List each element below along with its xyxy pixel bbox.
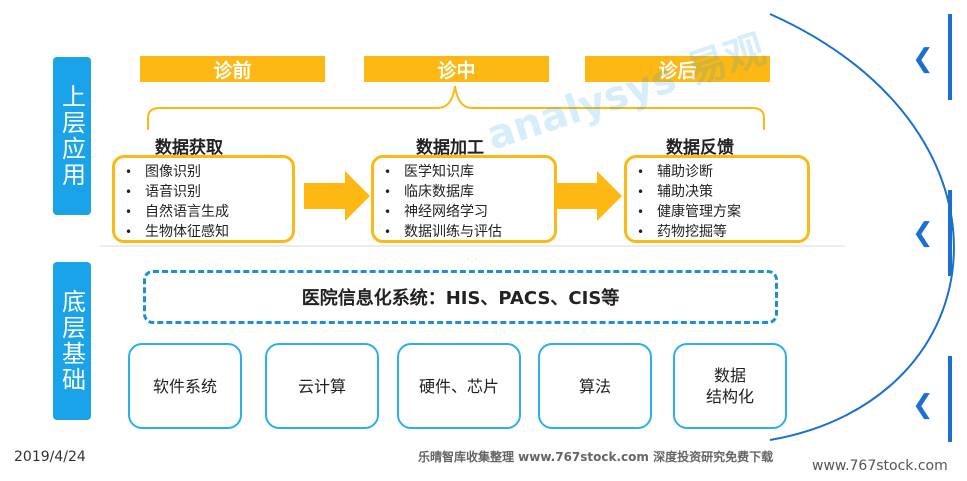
list-item: 健康管理方案 [631,202,807,222]
chevron-left-icon[interactable]: ❮ [912,44,934,74]
stage-heading-process: 数据加工 [416,138,484,158]
list-item: 生物体征感知 [119,222,292,242]
phase-in-visit: 诊中 [364,56,549,82]
chevron-left-icon[interactable]: ❮ [912,218,934,248]
chevron-left-icon[interactable]: ❮ [912,390,934,420]
bottom-layer-label: 底层基础 [53,262,91,420]
list-item: 医学知识库 [378,162,554,182]
top-layer-label: 上层应用 [53,57,91,215]
base-item-algorithm: 算法 [538,343,652,429]
list-item: 辅助决策 [631,182,807,202]
footer-source: 乐晴智库收集整理 www.767stock.com 深度投资研究免费下载 [418,450,774,464]
phase-pre-visit: 诊前 [140,56,325,82]
footer-url: www.767stock.com [812,458,948,474]
base-item-hardware: 硬件、芯片 [397,343,521,429]
arrow-1 [304,171,370,221]
right-arc [769,13,955,441]
list-item: 临床数据库 [378,182,554,202]
stage-box-feedback: 辅助诊断 辅助决策 健康管理方案 药物挖掘等 [624,155,810,243]
side-bar [948,190,952,276]
footer-date: 2019/4/24 [14,449,86,465]
list-item: 语音识别 [119,182,292,202]
base-item-data-structuring: 数据 结构化 [673,343,787,429]
stage-box-process: 医学知识库 临床数据库 神经网络学习 数据训练与评估 [371,155,557,243]
list-item: 神经网络学习 [378,202,554,222]
arrow-2 [556,171,622,221]
base-item-software: 软件系统 [128,343,242,429]
base-item-cloud: 云计算 [265,343,379,429]
phase-post-visit: 诊后 [585,56,770,82]
stage-heading-feedback: 数据反馈 [666,138,734,158]
list-item: 自然语言生成 [119,202,292,222]
phase-brace [147,85,765,130]
list-item: 药物挖掘等 [631,222,807,242]
list-item: 辅助诊断 [631,162,807,182]
list-item: 图像识别 [119,162,292,182]
list-item: 数据训练与评估 [378,222,554,242]
side-bar [948,356,952,442]
side-bar [948,14,952,100]
stage-heading-acquire: 数据获取 [155,138,223,158]
his-system-box: 医院信息化系统：HIS、PACS、CIS等 [143,270,778,324]
stage-box-acquire: 图像识别 语音识别 自然语言生成 生物体征感知 [112,155,295,243]
